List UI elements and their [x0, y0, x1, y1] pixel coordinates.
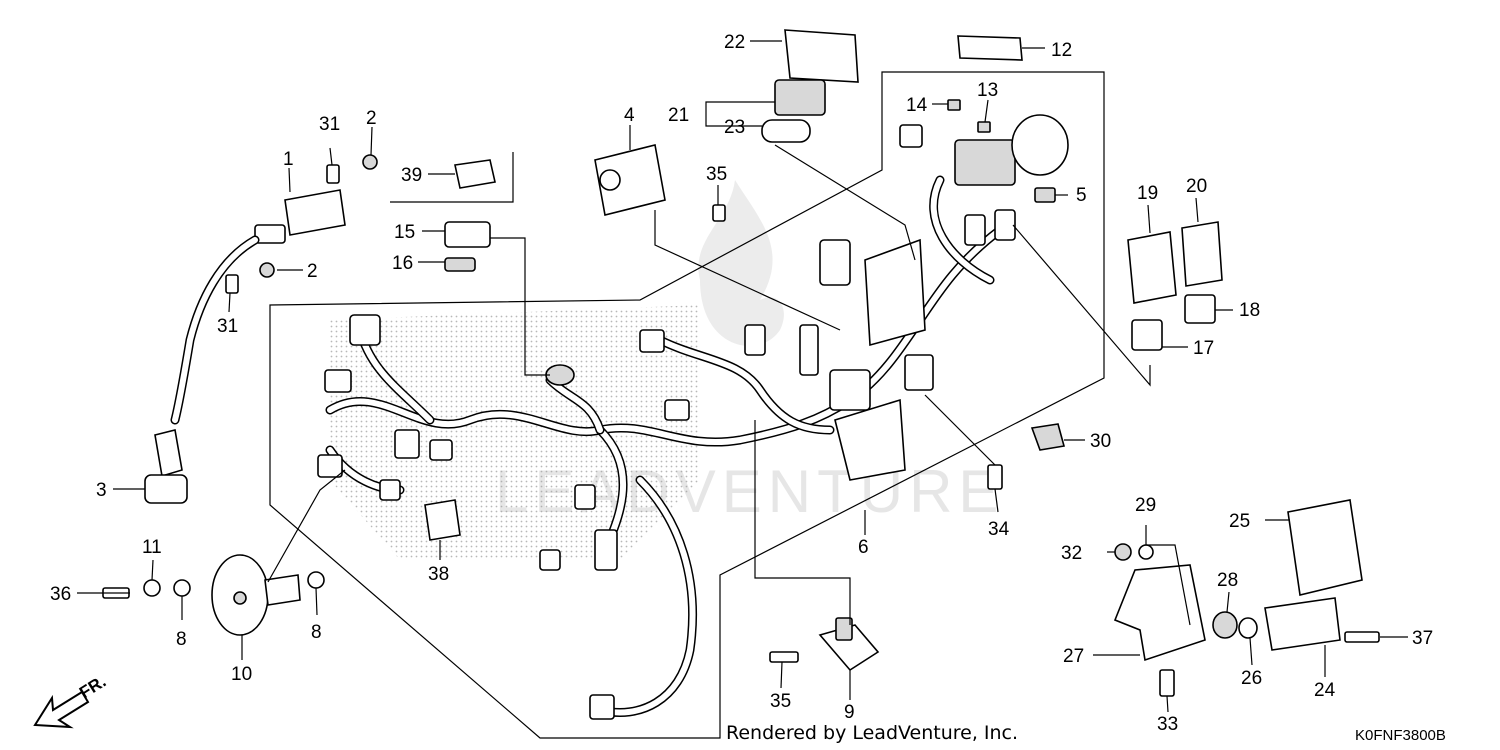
callout-39: 39 — [401, 165, 422, 186]
part-12-fuse-strip — [957, 35, 1023, 61]
callout-17: 17 — [1193, 338, 1214, 359]
part-13-fuse — [977, 121, 991, 133]
part-22-fuse-box-cover — [784, 29, 859, 83]
part-34-bolt — [987, 464, 1003, 490]
callout-13: 13 — [977, 80, 998, 101]
callout-36: 36 — [50, 584, 71, 605]
part-2-nuts — [259, 154, 378, 278]
callout-19: 19 — [1137, 183, 1158, 204]
part-9-sensor — [818, 617, 880, 672]
callout-27: 27 — [1063, 646, 1084, 667]
part-21-fuse-box — [774, 79, 826, 116]
watermark-flame-icon — [698, 180, 784, 346]
callout-22: 22 — [724, 32, 745, 53]
callout-8-right: 8 — [311, 622, 322, 643]
part-1-ignition-coil — [170, 189, 346, 425]
part-16-clip — [444, 257, 476, 272]
callout-2-upper: 2 — [366, 108, 377, 129]
part-30-connector — [1030, 423, 1066, 451]
callout-21: 21 — [668, 105, 689, 126]
callout-33: 33 — [1157, 714, 1178, 735]
part-35-bolt-upper — [712, 204, 726, 222]
part-29-washer — [1138, 544, 1154, 560]
callout-16: 16 — [392, 253, 413, 274]
callout-35-upper: 35 — [706, 164, 727, 185]
part-32-nut — [1114, 543, 1132, 561]
part-27-bracket — [1113, 564, 1206, 662]
part-26-collar — [1238, 617, 1258, 639]
callout-4: 4 — [624, 105, 635, 126]
callout-12: 12 — [1051, 40, 1072, 61]
callout-34: 34 — [988, 519, 1010, 540]
render-credit: Rendered by LeadVenture, Inc. — [726, 722, 1018, 744]
part-19-relay — [1127, 231, 1177, 304]
part-14-fuse — [947, 99, 961, 111]
callout-1: 1 — [283, 149, 294, 170]
callout-10: 10 — [231, 664, 252, 685]
part-39-bracket — [390, 152, 514, 203]
leader-lines — [77, 40, 1408, 713]
callout-29: 29 — [1135, 495, 1156, 516]
callout-26: 26 — [1241, 668, 1262, 689]
part-23-gasket — [761, 119, 811, 143]
callout-14: 14 — [906, 95, 928, 116]
callout-18: 18 — [1239, 300, 1260, 321]
callout-38: 38 — [428, 564, 449, 585]
part-15-relay — [444, 221, 491, 248]
callout-35-lower: 35 — [770, 691, 791, 712]
part-3-spark-plug-cap — [144, 429, 188, 504]
callout-30: 30 — [1090, 431, 1111, 452]
part-18-relay — [1184, 294, 1216, 324]
part-38-connector — [424, 499, 461, 541]
callout-20: 20 — [1186, 176, 1207, 197]
part-11-washer — [143, 579, 161, 597]
callout-28: 28 — [1217, 570, 1238, 591]
part-25-cover — [1287, 499, 1363, 596]
part-31-bolts — [225, 164, 340, 294]
callout-23: 23 — [724, 117, 745, 138]
callout-9: 9 — [844, 702, 855, 723]
callout-2-lower: 2 — [307, 261, 318, 282]
part-10-horn — [211, 554, 301, 636]
part-39-connector — [454, 159, 496, 189]
part-5-fuse — [1034, 187, 1056, 203]
callout-11: 11 — [142, 537, 162, 558]
callout-37: 37 — [1412, 628, 1433, 649]
part-17-relay — [1131, 319, 1163, 351]
callout-31-upper: 31 — [319, 114, 340, 135]
callout-labels: 1 2 2 3 4 5 6 8 8 9 10 11 12 13 14 15 16… — [50, 32, 1433, 735]
main-wire-harness — [317, 114, 1069, 720]
part-28-grommet — [1212, 611, 1238, 639]
part-37-bolt — [1344, 631, 1380, 643]
front-indicator: FR. — [33, 672, 109, 729]
harness-shading — [330, 305, 700, 560]
callout-32: 32 — [1061, 543, 1082, 564]
callout-31-lower: 31 — [217, 316, 238, 337]
diagram-code: K0FNF3800B — [1355, 727, 1446, 744]
callout-5: 5 — [1076, 185, 1087, 206]
part-4-regulator-rectifier — [594, 144, 666, 216]
part-20-relay — [1181, 221, 1223, 287]
callout-6: 6 — [858, 537, 869, 558]
callout-3: 3 — [96, 480, 107, 501]
part-33-bolt — [1159, 669, 1175, 697]
part-35-bolt-lower — [769, 651, 799, 663]
callout-8-left: 8 — [176, 629, 187, 650]
callout-15: 15 — [394, 222, 415, 243]
callout-25: 25 — [1229, 511, 1250, 532]
harness-group-outline — [269, 71, 1105, 739]
callout-24: 24 — [1314, 680, 1336, 701]
part-24-module — [1264, 597, 1341, 651]
front-arrow-icon — [33, 690, 90, 729]
